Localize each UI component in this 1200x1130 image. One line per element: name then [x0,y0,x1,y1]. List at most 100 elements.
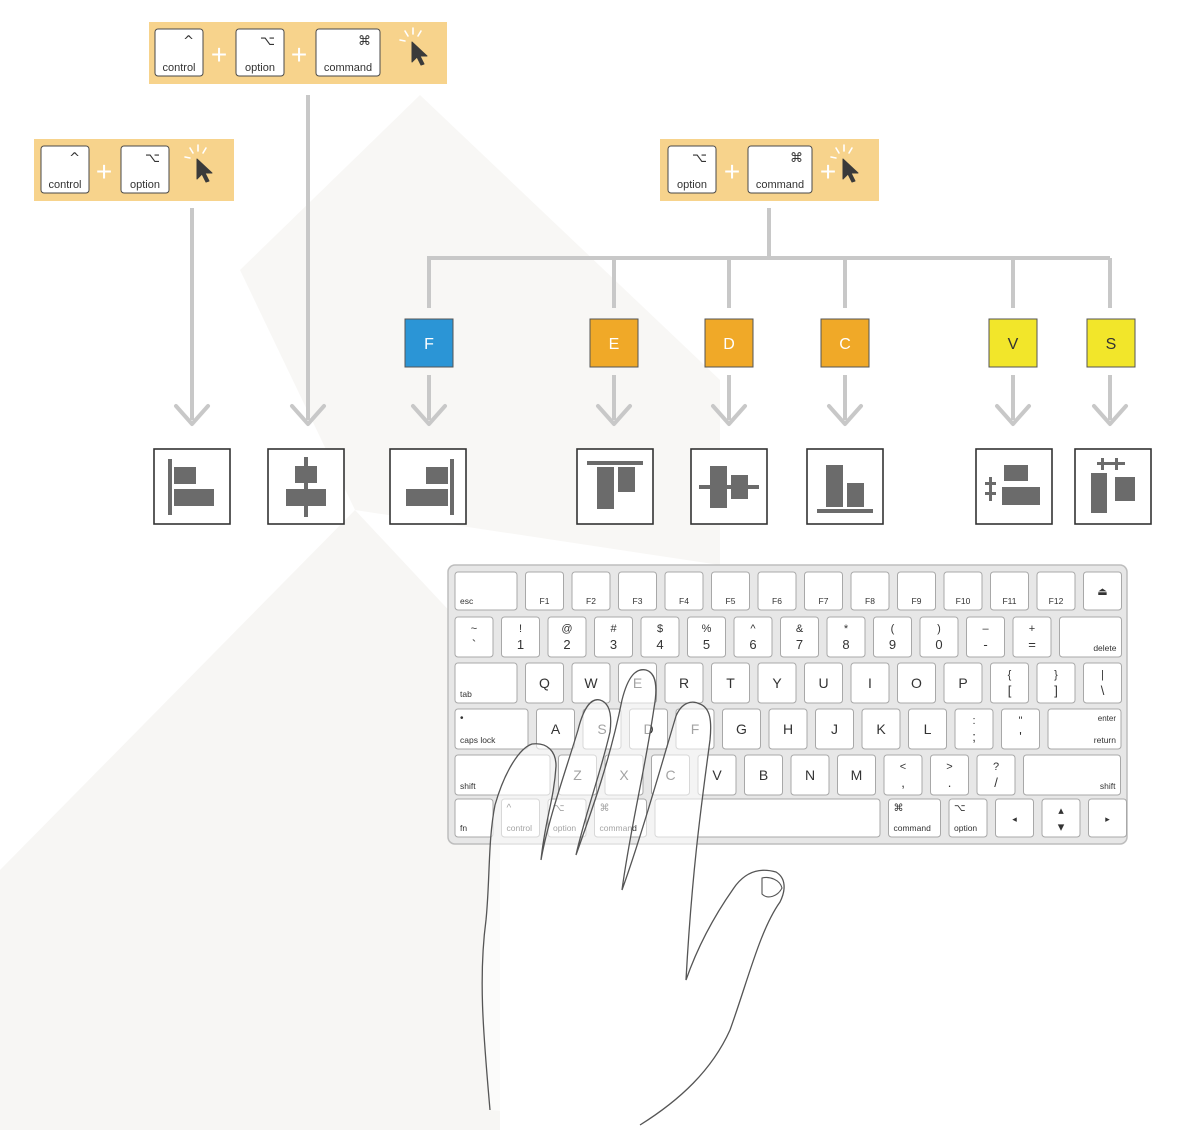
key--: :; [954,708,994,750]
arrowheads [174,404,1128,426]
key-label: F12 [1049,596,1064,606]
key-n: N [790,754,830,796]
key-1: !1 [501,616,540,658]
key--: }] [1036,662,1076,704]
key-h: H [768,708,808,750]
key-label: F5 [726,596,736,606]
key-label: F11 [1002,596,1016,606]
key-label: L [924,721,932,737]
key-label: 2 [563,637,570,652]
key-l: L [908,708,947,750]
plus-sign: + [211,39,227,70]
key-label: A [551,721,561,737]
key-label: F8 [865,596,875,606]
key-label: caps lock [460,735,496,745]
key-label: Q [539,675,550,691]
modifier-label: option [677,179,707,191]
key-shift-label: ▴ [1058,805,1064,817]
modifier-symbol: ⌥ [692,151,707,166]
key-u: U [804,662,843,704]
key-label: ; [972,729,976,744]
key-symbol: ⌥ [954,803,966,814]
key-f2: F2 [571,571,611,611]
key-label: F9 [912,596,922,606]
letter-label: V [1008,336,1019,353]
modifier-key-control: ^control [154,28,204,77]
modifier-symbol: ⌘ [790,151,803,166]
key-shift-label: ? [993,761,999,773]
plus-sign: + [96,156,112,187]
align-right-icon [389,448,467,525]
key-shift-label: + [1029,623,1035,635]
modifier-label: control [162,62,195,74]
key-esc: esc [454,571,518,611]
key-label: shift [460,781,476,791]
key-f10: F10 [943,571,983,611]
combo-top: ^control ⌥option ⌘command + + [149,22,447,84]
key-f4: F4 [664,571,704,611]
key-label: H [783,721,793,737]
key-caps-lock: •caps lock [454,708,529,750]
align-vertical-center-icon [690,448,768,525]
key-label: / [994,775,998,790]
key-label: return [1094,735,1116,745]
letter-key-v: V [988,318,1038,368]
letter-label: C [839,336,851,353]
key-o: O [897,662,936,704]
key-label: shift [1100,781,1116,791]
key-label: 1 [517,637,524,652]
key-label: = [1028,637,1036,652]
key-label: F4 [679,596,689,606]
key-shift-label: @ [561,623,572,635]
modifier-key-option: ⌥ option [667,145,717,194]
key-f6: F6 [757,571,797,611]
key-label: F2 [586,596,596,606]
key-shift-label: * [844,623,849,635]
key-label: 0 [935,637,942,652]
key-label: N [805,767,815,783]
modifier-key-option: ⌥option [120,145,170,194]
key-7: &7 [780,616,819,658]
key-f1: F1 [525,571,564,611]
key-delete: delete [1059,616,1122,658]
key--: >. [930,754,969,796]
key--: ◂ [995,798,1034,838]
modifier-symbol: ⌥ [260,34,275,49]
key-label: J [831,721,838,737]
modifier-label: command [756,179,804,191]
modifier-label: option [130,179,160,191]
key-2: @2 [547,616,587,658]
key--: {[ [990,662,1029,704]
key-f8: F8 [850,571,890,611]
letter-key-e: E [589,318,639,368]
key-f12: F12 [1036,571,1076,611]
alignment-icons [153,448,1152,525]
key-b: B [744,754,783,796]
key-p: P [943,662,983,704]
key-label: M [851,767,863,783]
key-label: delete [1093,643,1116,653]
align-top-icon [576,448,654,525]
key-label: tab [460,689,472,699]
key-shift-label: ! [519,623,522,635]
key-w: W [571,662,611,704]
modifier-key-command: ⌘command [315,28,381,77]
key-3: #3 [594,616,633,658]
modifier-key-command: ⌘ command [747,145,813,194]
plus-sign: + [291,39,307,70]
key-shift-label: : [972,715,975,727]
key-g: G [722,708,761,750]
key--: <, [883,754,923,796]
key-label: 8 [842,637,849,652]
letter-label: S [1106,336,1117,353]
key-label: R [679,675,689,691]
key--: –- [966,616,1005,658]
key-label: , [901,775,905,790]
modifier-combos: ^control⌥option⌘command++^control⌥option… [34,22,879,201]
modifier-key-option: ⌥option [235,28,285,77]
key-label: F3 [633,596,643,606]
key-label: \ [1101,683,1105,698]
key-k: K [861,708,901,750]
key-symbol: ⌘ [894,803,904,814]
